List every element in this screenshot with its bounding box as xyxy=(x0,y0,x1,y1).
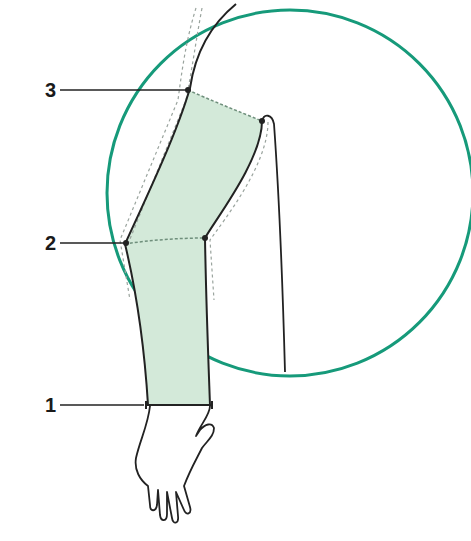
callout-number: 2 xyxy=(45,233,56,253)
body-outline xyxy=(262,116,285,372)
leader-line xyxy=(60,242,124,244)
hand xyxy=(136,406,214,523)
callout-number: 3 xyxy=(45,80,56,100)
callout-number: 1 xyxy=(45,395,56,415)
leader-line xyxy=(60,404,144,406)
leader-line xyxy=(60,89,186,91)
compression-sleeve xyxy=(125,90,262,405)
arm-outline xyxy=(125,4,236,405)
